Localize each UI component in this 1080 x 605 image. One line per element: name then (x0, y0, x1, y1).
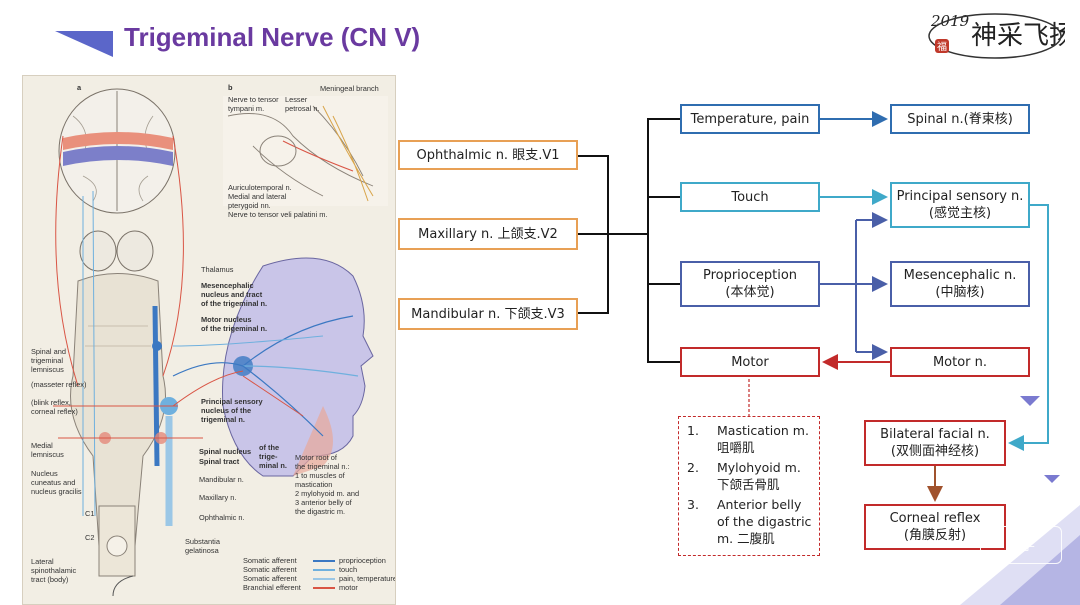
label-mesen-2: nucleus and tract (201, 290, 263, 299)
box-corneal-reflex: Corneal reflex(角膜反射) (864, 504, 1006, 550)
label-lesser-petrosal: Lesser (285, 95, 308, 104)
box-ophthalmic: Ophthalmic n. 眼支.V1 (398, 140, 578, 170)
legend-right-3: pain, temperature (339, 574, 396, 583)
label-spinal-lem-2: trigeminal (31, 356, 64, 365)
page-title: Trigeminal Nerve (CN V) (124, 22, 421, 52)
label-blink-1: (blink reflex, (31, 398, 71, 407)
decor-triangle-1 (1020, 396, 1040, 406)
legend-left-2: Somatic afferent (243, 565, 297, 574)
label-c2: C2 (85, 533, 95, 542)
corner-decoration (960, 505, 1080, 605)
label-spinal-tract: Spinal tract (199, 457, 240, 466)
label-motor-root-3: 1 to muscles of (295, 471, 345, 480)
label-spinal-lem-3: lemniscus (31, 365, 64, 374)
label-princ-1: Principal sensory (201, 397, 263, 406)
label-motor-root-5: 2 mylohyoid m. and (295, 489, 360, 498)
label-motor-root-2: the trigeminal n.: (295, 462, 350, 471)
box-mesencephalic: Mesencephalic n.(中脑核) (890, 261, 1030, 307)
label-motor-1: Motor nucleus (201, 315, 252, 324)
legend-left-4: Branchial efferent (243, 583, 301, 592)
label-auriculotemporal: Auriculotemporal n. (228, 183, 292, 192)
label-motor-root-7: the digastric m. (295, 507, 346, 516)
box-principal-sensory: Principal sensory n.(感觉主核) (890, 182, 1030, 228)
label-medial-lem-2: lemniscus (31, 450, 64, 459)
watermark: 医学 (980, 526, 1062, 564)
logo-year: 2019 (930, 12, 970, 30)
label-princ-2: nucleus of the (201, 406, 252, 415)
motor-muscles-list: 1. Mastication m. 咀嚼肌 2. Mylohyoid m. 下颌… (678, 416, 820, 556)
label-thalamus: Thalamus (201, 265, 234, 274)
box-mandibular: Mandibular n. 下颌支.V3 (398, 298, 578, 330)
logo-calligraphy: 神采飞扬 (971, 21, 1065, 51)
label-blink-2: corneal reflex) (31, 407, 78, 416)
label-medial-lem-1: Medial (31, 441, 53, 450)
anatomy-figure: a b Nerve to tensor tympani m. Lesser pe… (22, 75, 396, 605)
legend-right-1: proprioception (339, 556, 386, 565)
label-masseter: (masseter reflex) (31, 380, 87, 389)
label-veli-palatini: Nerve to tensor veli palatini m. (228, 210, 328, 219)
legend-left-1: Somatic afferent (243, 556, 297, 565)
label-motor-2: of the trigeminal n. (201, 324, 268, 333)
label-substantia-2: gelatinosa (185, 546, 219, 555)
label-ophthalmic-n: Ophthalmic n. (199, 513, 245, 522)
panel-a-label: a (77, 83, 82, 92)
box-spinal-nucleus: Spinal n.(脊束核) (890, 104, 1030, 134)
label-mesen-3: of the trigeminal n. (201, 299, 268, 308)
legend-left-3: Somatic afferent (243, 574, 297, 583)
label-mandibular-n: Mandibular n. (199, 475, 244, 484)
box-temperature-pain: Temperature, pain (680, 104, 820, 134)
box-bilateral-facial: Bilateral facial n.(双侧面神经核) (864, 420, 1006, 466)
box-touch: Touch (680, 182, 820, 212)
label-ofthe-2: trige- (259, 452, 278, 461)
label-motor-root-1: Motor root of (295, 453, 337, 462)
event-logo: 2019 神采飞扬 福 (925, 6, 1075, 62)
label-lateral-3: tract (body) (31, 575, 69, 584)
label-lateral-2: spinothalamic (31, 566, 77, 575)
label-tensor-tympani: Nerve to tensor (228, 95, 279, 104)
label-spinal-lem-1: Spinal and (31, 347, 66, 356)
label-spinal-nucleus: Spinal nucleus (199, 447, 252, 456)
box-proprioception: Proprioception(本体觉) (680, 261, 820, 307)
label-mesen-1: Mesencephalic (201, 281, 254, 290)
label-nucleus-3: nucleus gracilis (31, 487, 82, 496)
label-meningeal: Meningeal branch (320, 84, 379, 93)
label-ofthe-3: minal n. (259, 461, 287, 470)
label-pterygoid: pterygoid nn. (228, 201, 271, 210)
label-motor-root-6: 3 anterior belly of (295, 498, 352, 507)
label-c1: C1 (85, 509, 95, 518)
logo-seal-icon (935, 39, 949, 53)
title-decoration (55, 31, 113, 57)
label-medial-lateral: Medial and lateral (228, 192, 287, 201)
box-motor-nucleus: Motor n. (890, 347, 1030, 377)
label-substantia-1: Substantia (185, 537, 220, 546)
label-princ-3: trigeminal n. (201, 415, 245, 424)
label-tensor-tympani-2: tympani m. (228, 104, 265, 113)
box-motor: Motor (680, 347, 820, 377)
box-maxillary: Maxillary n. 上颌支.V2 (398, 218, 578, 250)
legend-right-2: touch (339, 565, 358, 574)
label-ofthe-1: of the (259, 443, 280, 452)
label-motor-root-4: mastication (295, 480, 333, 489)
decor-triangle-2 (1044, 475, 1060, 483)
logo-seal: 福 (937, 40, 947, 53)
anatomy-illustration (53, 88, 388, 597)
label-lesser-petrosal-2: petrosal n. (285, 104, 320, 113)
panel-b-label: b (228, 83, 233, 92)
label-lateral-1: Lateral (31, 557, 54, 566)
legend-right-4: motor (339, 583, 358, 592)
label-nucleus-2: cuneatus and (31, 478, 76, 487)
label-maxillary-n: Maxillary n. (199, 493, 237, 502)
label-nucleus-1: Nucleus (31, 469, 58, 478)
